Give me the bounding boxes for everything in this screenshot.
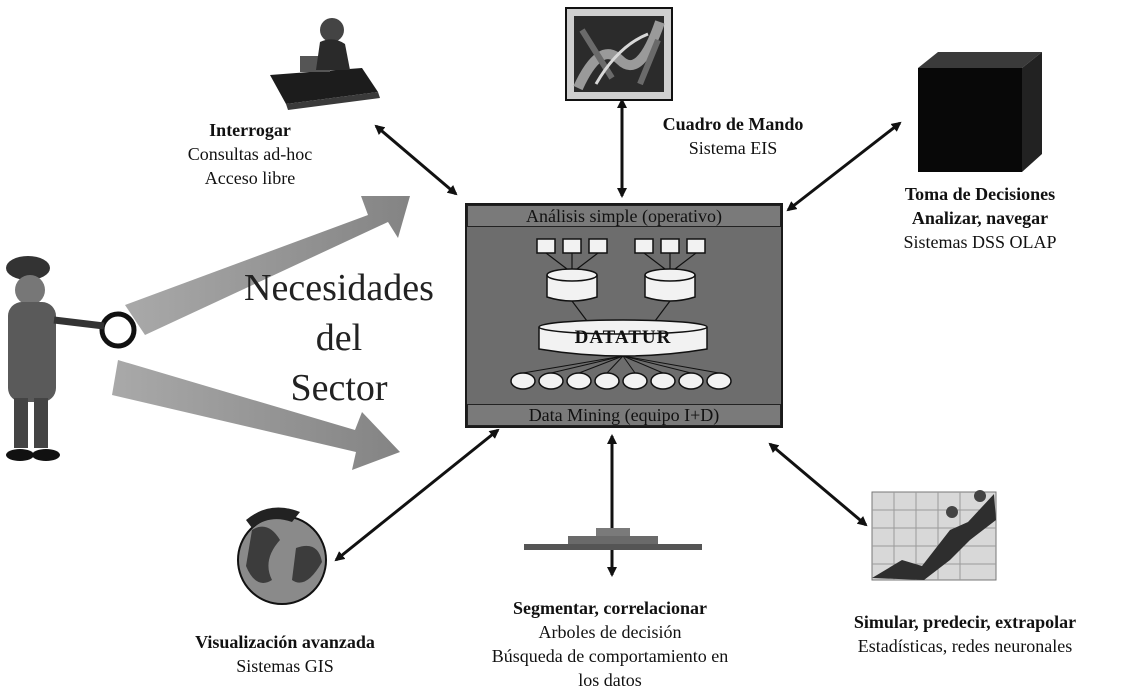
toma-line1: Sistemas DSS OLAP xyxy=(903,232,1057,252)
output-node xyxy=(510,372,536,390)
datamart-cylinder xyxy=(644,275,696,302)
needs-arrow-lower xyxy=(112,360,400,470)
source-box xyxy=(536,238,556,254)
arrow-interrogar xyxy=(374,124,458,196)
simular-label: Simular, predecir, extrapolar Estadístic… xyxy=(800,610,1130,658)
detective-icon xyxy=(6,256,137,461)
analisis-simple-bar: Análisis simple (operativo) xyxy=(467,205,781,227)
cuadro-label: Cuadro de Mando Sistema EIS xyxy=(638,112,828,160)
simular-line1: Estadísticas, redes neuronales xyxy=(857,636,1073,656)
arrow-visualizacion xyxy=(334,428,500,562)
visualizacion-title: Visualización avanzada xyxy=(195,632,375,652)
visualizacion-label: Visualización avanzada Sistemas GIS xyxy=(140,630,430,678)
cube-icon xyxy=(918,52,1042,172)
toma-title2: Analizar, navegar xyxy=(911,208,1049,228)
segmentar-line2: Búsqueda de comportamiento en xyxy=(491,646,729,666)
arrow-simular xyxy=(768,442,868,527)
globe-icon xyxy=(237,507,327,605)
datatur-internals xyxy=(510,238,732,390)
visualizacion-line1: Sistemas GIS xyxy=(236,656,334,676)
simular-title: Simular, predecir, extrapolar xyxy=(853,612,1077,632)
needs-line1: Necesidades xyxy=(244,267,434,309)
framed-picture-icon xyxy=(565,7,673,101)
tree-strip-icon xyxy=(524,528,702,550)
output-node xyxy=(706,372,732,390)
cuadro-title: Cuadro de Mando xyxy=(662,114,804,134)
segmentar-line1: Arboles de decisión xyxy=(538,622,682,642)
needs-arrow-upper xyxy=(125,196,410,335)
source-box xyxy=(588,238,608,254)
cuadro-line1: Sistema EIS xyxy=(688,138,778,158)
output-node xyxy=(566,372,592,390)
output-node xyxy=(678,372,704,390)
segmentar-label: Segmentar, correlacionar Arboles de deci… xyxy=(450,596,770,692)
segmentar-line3: los datos xyxy=(578,670,642,690)
datatur-label: DATATUR xyxy=(574,327,672,348)
toma-label: Toma de Decisiones Analizar, navegar Sis… xyxy=(850,182,1110,254)
output-node xyxy=(538,372,564,390)
source-box xyxy=(634,238,654,254)
needs-label: Necesidades del Sector xyxy=(228,263,450,413)
climbing-chart-icon xyxy=(871,490,997,581)
data-mining-bar: Data Mining (equipo I+D) xyxy=(467,404,781,426)
interrogar-line2: Acceso libre xyxy=(204,168,296,188)
needs-line3: Sector xyxy=(290,367,388,409)
interrogar-title: Interrogar xyxy=(209,120,291,140)
operator-desk-icon xyxy=(270,18,380,110)
output-node xyxy=(650,372,676,390)
arrow-toma xyxy=(786,121,902,212)
interrogar-line1: Consultas ad-hoc xyxy=(187,144,313,164)
datamart-cylinder xyxy=(546,275,598,302)
connector-arrows xyxy=(334,98,902,577)
datatur-box: Análisis simple (operativo) xyxy=(465,203,783,428)
interrogar-label: Interrogar Consultas ad-hoc Acceso libre xyxy=(150,118,350,190)
needs-arrows xyxy=(112,196,410,470)
source-box xyxy=(660,238,680,254)
source-box xyxy=(562,238,582,254)
output-node xyxy=(594,372,620,390)
output-node xyxy=(622,372,648,390)
needs-line2: del xyxy=(315,317,363,359)
toma-title1: Toma de Decisiones xyxy=(904,184,1056,204)
segmentar-title: Segmentar, correlacionar xyxy=(513,598,707,618)
source-box xyxy=(686,238,706,254)
